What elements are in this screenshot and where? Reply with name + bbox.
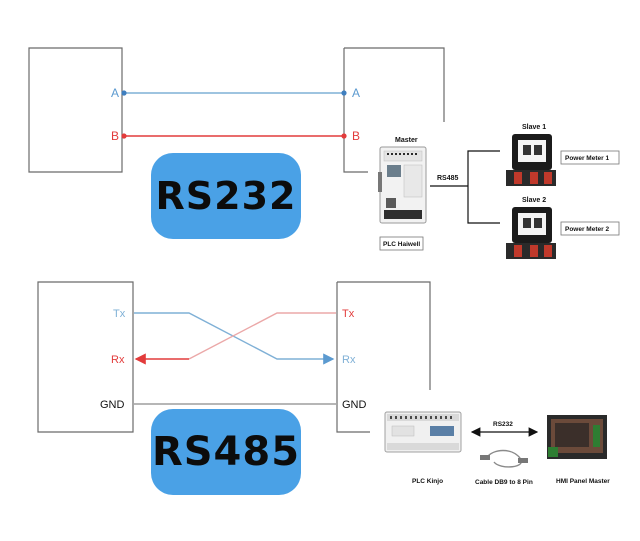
slave2-title: Slave 2 [522,197,546,204]
line-a-left-dot [121,90,127,96]
cable-caption: Cable DB9 to 8 Pin [475,479,533,486]
meter2-label-box [560,221,620,236]
top-right-device-box [343,47,445,173]
plc-haiwell-caption: PLC Haiwell [383,241,420,248]
line-a-right-dot [341,90,347,96]
bottom-left-device-box [37,281,134,433]
rs232-link-label: RS232 [493,421,513,428]
plc-kinjo-caption: PLC Kinjo [412,478,443,485]
hmi-caption: HMI Panel Master [556,478,610,485]
slave1-title: Slave 1 [522,124,546,131]
plc-haiwell-caption-box [379,236,424,251]
power-meter-1-image [506,134,556,186]
rs485-title-badge: RS485 [151,409,301,495]
line-b-left-dot [121,133,127,139]
plc-haiwell-image [378,146,427,224]
line-a-right-label: A [352,86,360,100]
meter2-label: Power Meter 2 [565,226,609,233]
rx-from-tx-wire-pink [188,312,336,360]
tx-right-label: Tx [342,308,355,320]
tx-left-label: Tx [113,308,126,320]
line-b-right-dot [341,133,347,139]
power-meter-2-image [506,207,556,259]
gnd-right-label: GND [342,399,367,411]
rs485-link-label: RS485 [437,175,459,182]
rx-left-label: Rx [111,354,125,366]
bottom-right-device-box [336,281,431,433]
bus-branch-lines [467,150,500,224]
hmi-panel-image [547,415,607,459]
rs232-title-badge: RS232 [151,153,301,239]
line-b-right-label: B [352,129,360,143]
line-a-left-label: A [111,86,119,100]
line-b-left-label: B [111,129,119,143]
rx-right-label: Rx [342,354,356,366]
top-left-device-box [28,47,123,173]
meter1-label: Power Meter 1 [565,155,609,162]
meter1-label-box [560,150,620,165]
master-title: Master [395,137,418,144]
gnd-left-label: GND [100,399,125,411]
db9-cable-image [480,449,528,468]
plc-kinjo-image [384,411,462,453]
